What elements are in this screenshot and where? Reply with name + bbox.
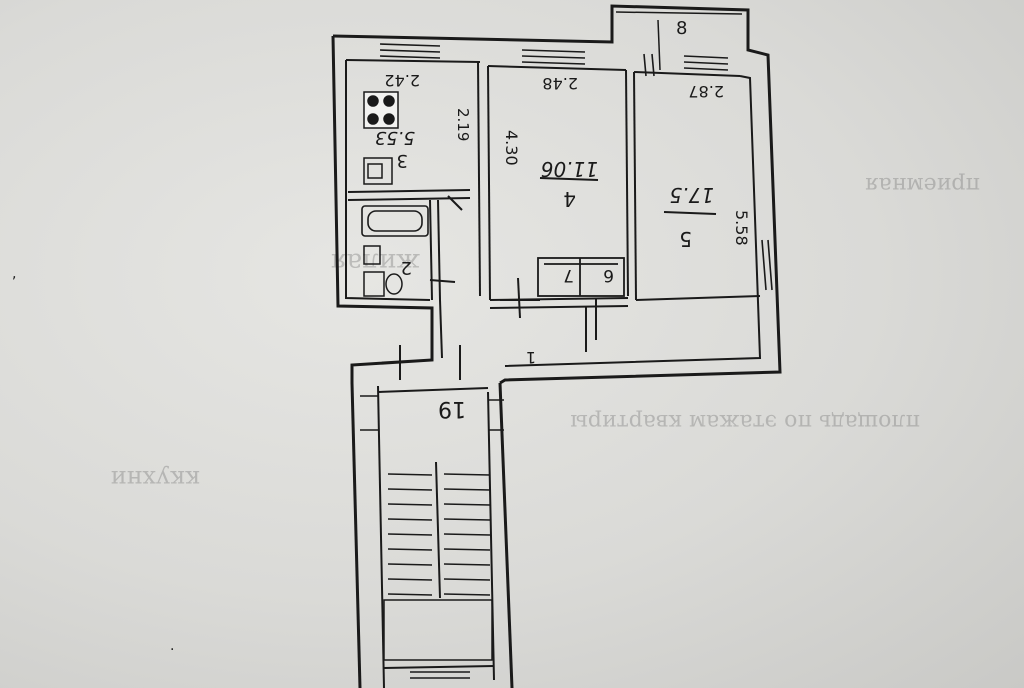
stair-steps	[387, 473, 491, 596]
room-large-length-label: 5.58	[732, 210, 751, 246]
svg-text:приемная: приемная	[865, 172, 980, 197]
sink-icon	[363, 157, 393, 185]
hallway-number-label: 1	[526, 348, 536, 367]
stair-step	[387, 533, 433, 536]
room-small-number-label: 4	[563, 187, 576, 211]
stair-step	[387, 503, 433, 506]
staircase-block	[350, 382, 514, 688]
stair-step	[387, 578, 433, 581]
staircase-number-label: 19	[438, 396, 466, 421]
stair-step	[443, 593, 491, 596]
stove-icon	[363, 91, 399, 129]
stray-mark: .	[170, 638, 174, 654]
room-small-length-label: 4.30	[502, 130, 521, 166]
stair-step	[387, 518, 433, 521]
kitchen-labels: 2.42 5.53 3	[375, 71, 420, 171]
stray-mark: ,	[12, 266, 16, 282]
svg-text:ккухни: ккухни	[110, 465, 200, 493]
bathtub-icon	[361, 205, 429, 237]
kitchen-width-label: 2.42	[384, 71, 420, 90]
room-large-area-label: 17.5	[669, 183, 714, 207]
svg-text:площадь по этажам квартиры: площадь по этажам квартиры	[570, 409, 920, 434]
built-in-closets	[537, 257, 625, 297]
stair-step	[443, 518, 491, 521]
balcony-label: 8	[676, 18, 687, 39]
room-small-width-label: 2.48	[542, 74, 578, 93]
stair-step	[443, 563, 491, 566]
stair-step	[443, 548, 491, 551]
room-large-fraction-bar	[663, 211, 717, 215]
windows	[379, 43, 773, 679]
stair-step	[443, 503, 491, 506]
apartment-walls	[331, 4, 782, 385]
bathroom-number-label: 2	[401, 257, 412, 278]
stair-step	[387, 488, 433, 491]
stair-step	[443, 488, 491, 491]
stair-step	[443, 533, 491, 536]
stair-step	[387, 563, 433, 566]
door-marks	[399, 195, 597, 380]
kitchen-area-label: 5.53	[375, 127, 415, 148]
room-large-number-label: 5	[679, 227, 692, 251]
stair-step	[443, 578, 491, 581]
stair-step	[387, 473, 433, 476]
stair-step	[387, 593, 433, 596]
room-small-fraction-bar	[539, 177, 599, 181]
stair-step	[387, 548, 433, 551]
room-large-width-label: 2.87	[688, 82, 724, 101]
kitchen-length-label: 2.19	[454, 108, 472, 141]
kitchen-number-label: 3	[397, 150, 408, 171]
closet-b-number-label: 6	[603, 265, 614, 285]
room-small-area-label: 11.06	[541, 157, 598, 181]
stair-step	[443, 473, 491, 476]
bleed-through-text: приемная жилая площадь по этажам квартир…	[110, 172, 980, 493]
washbasin-icon	[363, 245, 381, 265]
toilet-icon	[363, 271, 403, 297]
closet-a-number-label: 7	[563, 265, 574, 285]
